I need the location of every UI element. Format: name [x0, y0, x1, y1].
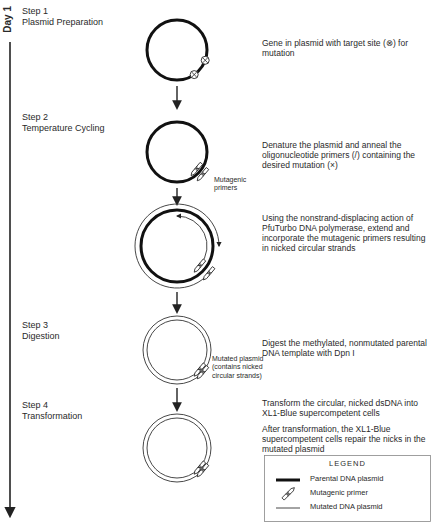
step-description: After transformation, the XL1-Blue super… — [262, 424, 430, 454]
step-title: Transformation — [22, 411, 132, 422]
flow-arrow — [176, 188, 177, 204]
parental-plasmid — [147, 20, 207, 80]
step-description: Digest the methylated, nonmutated parent… — [262, 338, 430, 358]
step-description: Using the nonstrand-displacing action of… — [262, 213, 430, 253]
legend-entry: Mutagenic primer — [310, 489, 368, 497]
mutated-plasmid — [143, 414, 211, 482]
mutagenic-primer — [193, 259, 206, 273]
mutated-plasmid — [147, 418, 207, 478]
new-strand — [135, 204, 219, 288]
new-strand — [177, 216, 207, 265]
callout-label: Mutagenic primers — [214, 176, 258, 193]
legend-box — [265, 456, 431, 522]
step-number: Step 4 — [22, 400, 132, 411]
mutated-plasmid — [143, 316, 211, 384]
mutated-plasmid — [147, 320, 207, 380]
step-description: Gene in plasmid with target site (⊗) for… — [262, 38, 430, 58]
target-site — [190, 71, 198, 79]
step-description: Denature the plasmid and anneal the olig… — [262, 140, 430, 170]
step-title: Temperature Cycling — [22, 123, 132, 134]
target-site — [201, 56, 209, 64]
step-description: Transform the circular, nicked dsDNA int… — [262, 398, 430, 418]
mutagenic-primer — [190, 162, 203, 176]
legend-sample — [276, 508, 300, 509]
legend-text: Mutated DNA plasmid — [310, 502, 383, 511]
step-title: Plasmid Preparation — [22, 17, 132, 28]
legend-text: Parental DNA plasmid — [310, 474, 383, 483]
step-number: Step 2 — [22, 112, 132, 123]
flow-arrow — [176, 86, 177, 108]
mutagenic-primer — [202, 267, 215, 281]
legend-sample — [276, 479, 300, 482]
step-number: Step 1 — [22, 6, 132, 17]
parental-plasmid — [141, 210, 213, 282]
legend-sample — [282, 487, 296, 501]
flow-arrow — [176, 388, 177, 410]
step-number: Step 3 — [22, 320, 132, 331]
legend-title: LEGEND — [265, 460, 430, 469]
callout-label: Mutated plasmid (contains nicked circula… — [212, 355, 272, 380]
legend-text: Mutagenic primer — [310, 488, 368, 497]
mutagenic-primer — [193, 461, 206, 475]
parental-plasmid — [147, 122, 207, 182]
step-title: Digestion — [22, 331, 132, 342]
flow-arrow — [176, 292, 177, 312]
legend-entry: Parental DNA plasmid — [310, 475, 383, 483]
legend-entry: Mutated DNA plasmid — [310, 503, 383, 511]
mutagenic-primer — [193, 363, 206, 377]
day-label: Day 1 — [2, 6, 14, 33]
time-bar — [9, 42, 11, 516]
